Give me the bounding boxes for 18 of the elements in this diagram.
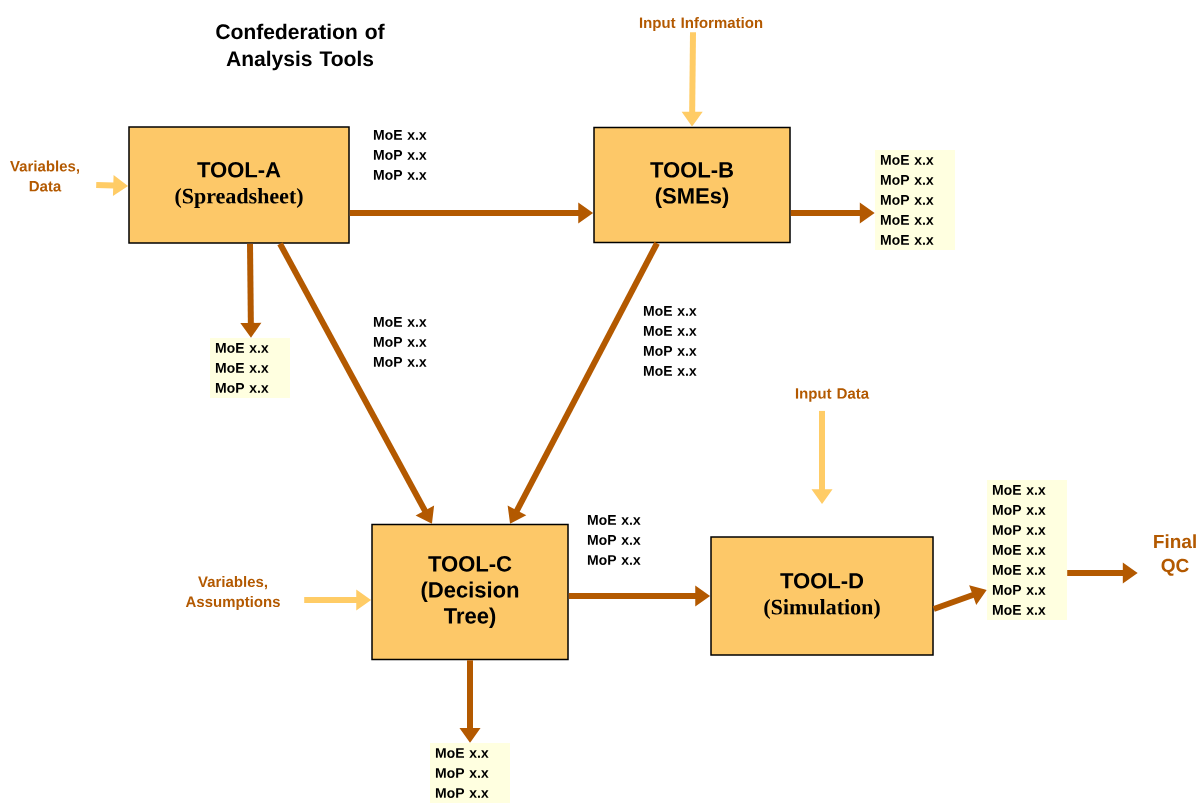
tool-box: TOOL-C (Decision Tree) <box>371 523 569 661</box>
edge-label: MoE x.x MoP x.x MoP x.x <box>368 312 448 372</box>
title: Confederation of Analysis Tools <box>216 23 385 71</box>
input-label: Final QC <box>1154 534 1196 576</box>
measure-list: MoE x.x MoP x.x MoP x.x MoE x.x MoE x.x <box>875 150 955 250</box>
edge-label: MoE x.x MoE x.x MoP x.x MoE x.x <box>638 301 718 381</box>
input-label: Variables, Data <box>10 160 80 192</box>
edge-label: MoE x.x MoP x.x MoP x.x <box>368 125 448 185</box>
input-label: Variables, Assumptions <box>185 576 280 610</box>
tool-box: TOOL-A (Spreadsheet) <box>128 126 350 244</box>
measure-list: MoE x.x MoP x.x MoP x.x MoE x.x MoE x.x MoP x.x MoE x.x <box>987 480 1067 620</box>
input-label: Input Information <box>639 17 763 31</box>
edge-label: MoE x.x MoP x.x MoP x.x <box>582 510 662 570</box>
measure-list: MoE x.x MoP x.x MoP x.x <box>430 743 510 803</box>
tool-box: TOOL-B (SMEs) <box>593 126 791 244</box>
input-label: Input Data <box>795 388 870 402</box>
measure-list: MoE x.x MoE x.x MoP x.x <box>210 338 290 398</box>
tool-box: TOOL-D (Simulation) <box>710 536 934 656</box>
